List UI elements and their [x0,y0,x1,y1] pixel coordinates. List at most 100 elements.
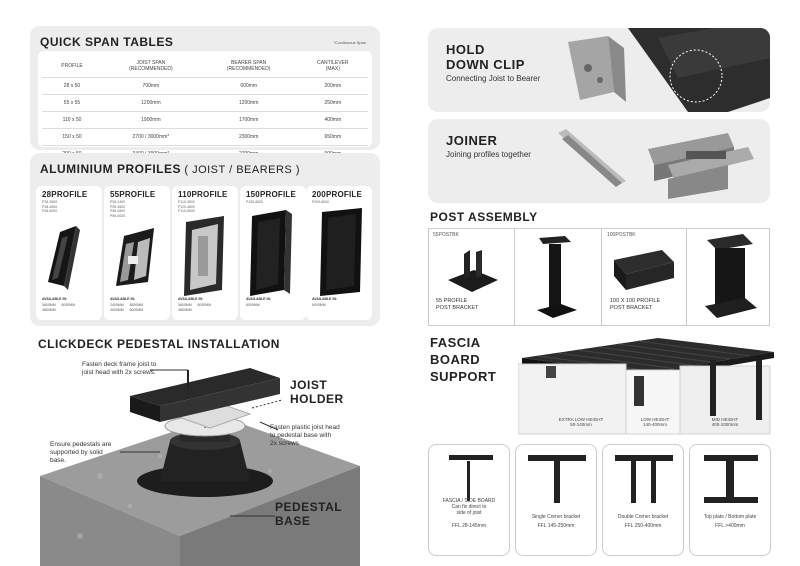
height-label: EXTRA LOW HEIGHT [558,417,604,422]
profile-avail-label: AVAILABLE IN: [110,297,136,301]
profile-codes: P200-6000 [312,200,330,204]
profile-codes: P150-6000 [246,200,264,204]
bracket-caption: FASCIA / SIDE BOARD Can fix direct to si… [442,498,496,516]
post-55-assembly-image [537,236,577,318]
post-left-code: 55POSTBK [433,232,459,238]
height-range: 400-1000mm [711,422,739,427]
col-profile: PROFILE [42,55,102,78]
profile-name: 150PROFILE [246,190,297,199]
col-cantilever: CANTILEVER (MAX) [297,55,368,78]
cell: 150 x 50 [42,128,102,146]
joiner-image [558,129,754,199]
bracket-ffl: FFL >400mm [715,523,745,529]
joiner-panel: JOINER Joining profiles together [428,119,770,203]
profiles-subtitle: ( JOIST / BEARERS ) [184,164,300,176]
bracket-card-side: FASCIA / SIDE BOARD Can fix direct to si… [428,444,510,556]
joiner-title: JOINER [446,133,498,148]
fascia-side-icon [449,455,493,501]
profiles-title: ALUMINIUM PROFILES [40,162,181,176]
note-screws: Fasten deck frame joist to joist head wi… [82,361,157,376]
profile-avail: 6000MM [312,303,326,307]
post-100-assembly-image [705,234,757,318]
cell: 110 x 50 [42,111,102,129]
post-bracket-55-image [448,250,498,292]
installation-title: CLICKDECK PEDESTAL INSTALLATION [38,337,280,351]
col-bearer-span: BEARER SPAN (RECOMMENDED) [199,55,298,78]
pedestal-base-label: PEDESTAL BASE [275,500,343,528]
cell: 1900mm [102,111,200,129]
bracket-card-double-corner: Double Corner bracket FFL 250-400mm [602,444,684,556]
profile-name: 200PROFILE [312,190,363,199]
post-assembly-title: POST ASSEMBLY [430,210,538,224]
profile-codes: P110-3600 P110-4800 P110-6000 [178,200,195,213]
cell: 400mm [297,111,368,129]
profile-28-image [48,226,80,290]
profile-avail: 3600MM 6000MM 4800MM [42,303,76,312]
bracket-card-single-corner: Single Corner bracket FFL 145-250mm [515,444,597,556]
bracket-ffl: FFL 145-250mm [537,523,575,529]
hold-down-panel: HOLD DOWN CLIP Connecting Joist to Beare… [428,28,770,112]
height-extra-low: EXTRA LOW HEIGHT 50-140mm [546,417,616,427]
profile-110-image [184,216,224,296]
cell: 2300mm [199,128,298,146]
height-range: 140-400mm [642,422,667,427]
hold-down-subtitle: Connecting Joist to Bearer [446,74,541,83]
span-table: PROFILE JOIST SPAN (RECOMMENDED) BEARER … [42,55,368,163]
span-tables-note: *Continuous Span [333,40,366,45]
profile-avail-label: AVAILABLE IN: [178,297,204,301]
span-table-header: PROFILE JOIST SPAN (RECOMMENDED) BEARER … [42,55,368,78]
hold-down-title: HOLD DOWN CLIP [446,42,525,72]
cell: 200mm [297,77,368,95]
profile-avail-label: AVAILABLE IN: [246,297,272,301]
cell: 700mm [102,77,200,95]
post-right-caption: 100 X 100 PROFILE POST BRACKET [610,298,661,311]
bracket-card-top-bottom-plate: Top plate / Bottom plate FFL >400mm [689,444,771,556]
cell: 650mm [297,128,368,146]
profile-card-55: 55PROFILE P55-2400 P55-3600 P55-4800 P55… [104,186,170,320]
profile-200-image [320,208,362,296]
cell: 1200mm [199,94,298,112]
span-tables-title: QUICK SPAN TABLES [40,35,174,49]
cell: 1200mm [102,94,200,112]
profile-card-200: 200PROFILE P200-6000 AVAILABLE IN: 6000M… [306,186,372,320]
height-low: LOW HEIGHT 140-400mm [628,417,682,427]
bracket-caption: Double Corner bracket [617,514,669,520]
post-left-caption: 55 PROFILE POST BRACKET [436,298,479,311]
joist-holder-label: JOIST HOLDER [290,378,344,406]
profile-150-image [250,210,292,296]
cell: 2700 / 3000mm* [102,128,200,146]
fascia-deck-image [518,338,774,435]
bracket-ffl: FFL 250-400mm [624,523,662,529]
note-plastic: Fasten plastic joist head to pedestal ba… [270,424,340,447]
profile-avail: 2400MM 4800MM 3600MM 6000MM [110,303,144,312]
cell: 250mm [297,94,368,112]
profile-card-28: 28PROFILE P28-3600 P28-4800 P28-6000 AVA… [36,186,102,320]
profile-avail: 3600MM 6000MM 4800MM [178,303,212,312]
post-bracket-100-image [614,250,674,290]
pedestal-illustration [40,368,360,566]
top-bottom-plate-icon [704,455,758,503]
profile-55-image [116,228,154,286]
profile-codes: P55-2400 P55-3600 P55-4800 P55-6000 [110,200,126,218]
height-label: MID HEIGHT [711,417,739,422]
profile-avail-label: AVAILABLE IN: [42,297,68,301]
post-divider-1 [514,228,515,326]
fascia-title: FASCIA BOARD SUPPORT [430,335,497,384]
bracket-caption: Single Corner bracket [531,514,581,520]
post-divider-2 [601,228,602,326]
cell: 28 x 50 [42,77,102,95]
profile-name: 55PROFILE [110,190,156,199]
profile-card-150: 150PROFILE P150-6000 AVAILABLE IN: 6000M… [240,186,306,320]
joiner-subtitle: Joining profiles together [446,150,531,159]
col-joist-span: JOIST SPAN (RECOMMENDED) [102,55,200,78]
profile-card-110: 110PROFILE P110-3600 P110-4800 P110-6000… [172,186,238,320]
cell: 1700mm [199,111,298,129]
bracket-caption: Top plate / Bottom plate [703,514,757,520]
cell: 55 x 55 [42,94,102,112]
height-mid: MID HEIGHT 400-1000mm [690,417,760,427]
double-corner-icon [615,455,673,503]
